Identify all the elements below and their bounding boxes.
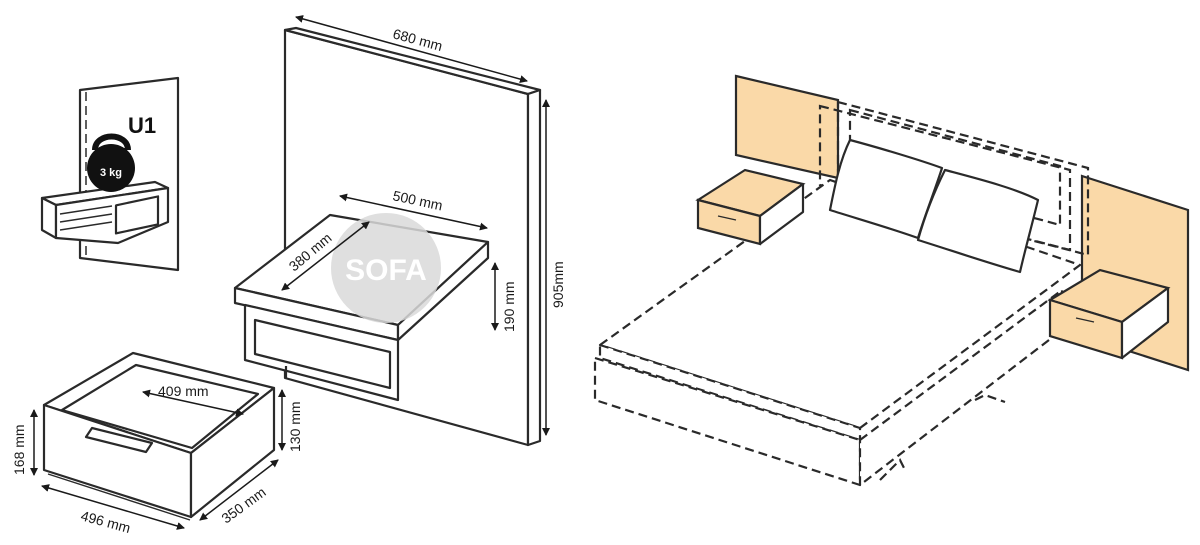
drawer-handle	[84, 426, 154, 454]
panel-width-label: 680 mm	[391, 25, 444, 54]
headboard-panel-left	[734, 74, 840, 180]
bed-base-side	[858, 288, 1064, 487]
bed-scene-illustration	[593, 74, 1190, 487]
drawer-front-height-label: 168 mm	[11, 424, 27, 475]
watermark-logo: SOFA	[331, 213, 441, 323]
pillow-right	[916, 168, 1040, 274]
panel-height-label: 905mm	[550, 261, 566, 308]
pillow-left	[828, 138, 944, 240]
weight-kettlebell-icon	[87, 133, 135, 192]
weight-label: 3 kg	[100, 167, 122, 179]
small-nightstand-icon: 3 kg U1	[40, 76, 180, 272]
unit-label: U1	[128, 113, 156, 138]
drawer-height-label: 130 mm	[287, 401, 303, 452]
drawer-inner-width-label: 409 mm	[158, 383, 209, 399]
drawer-diagram	[42, 351, 276, 521]
shelf-height-label: 190 mm	[501, 281, 517, 332]
watermark-text: SOFA	[345, 254, 427, 287]
drawer-width-label: 496 mm	[79, 507, 132, 536]
